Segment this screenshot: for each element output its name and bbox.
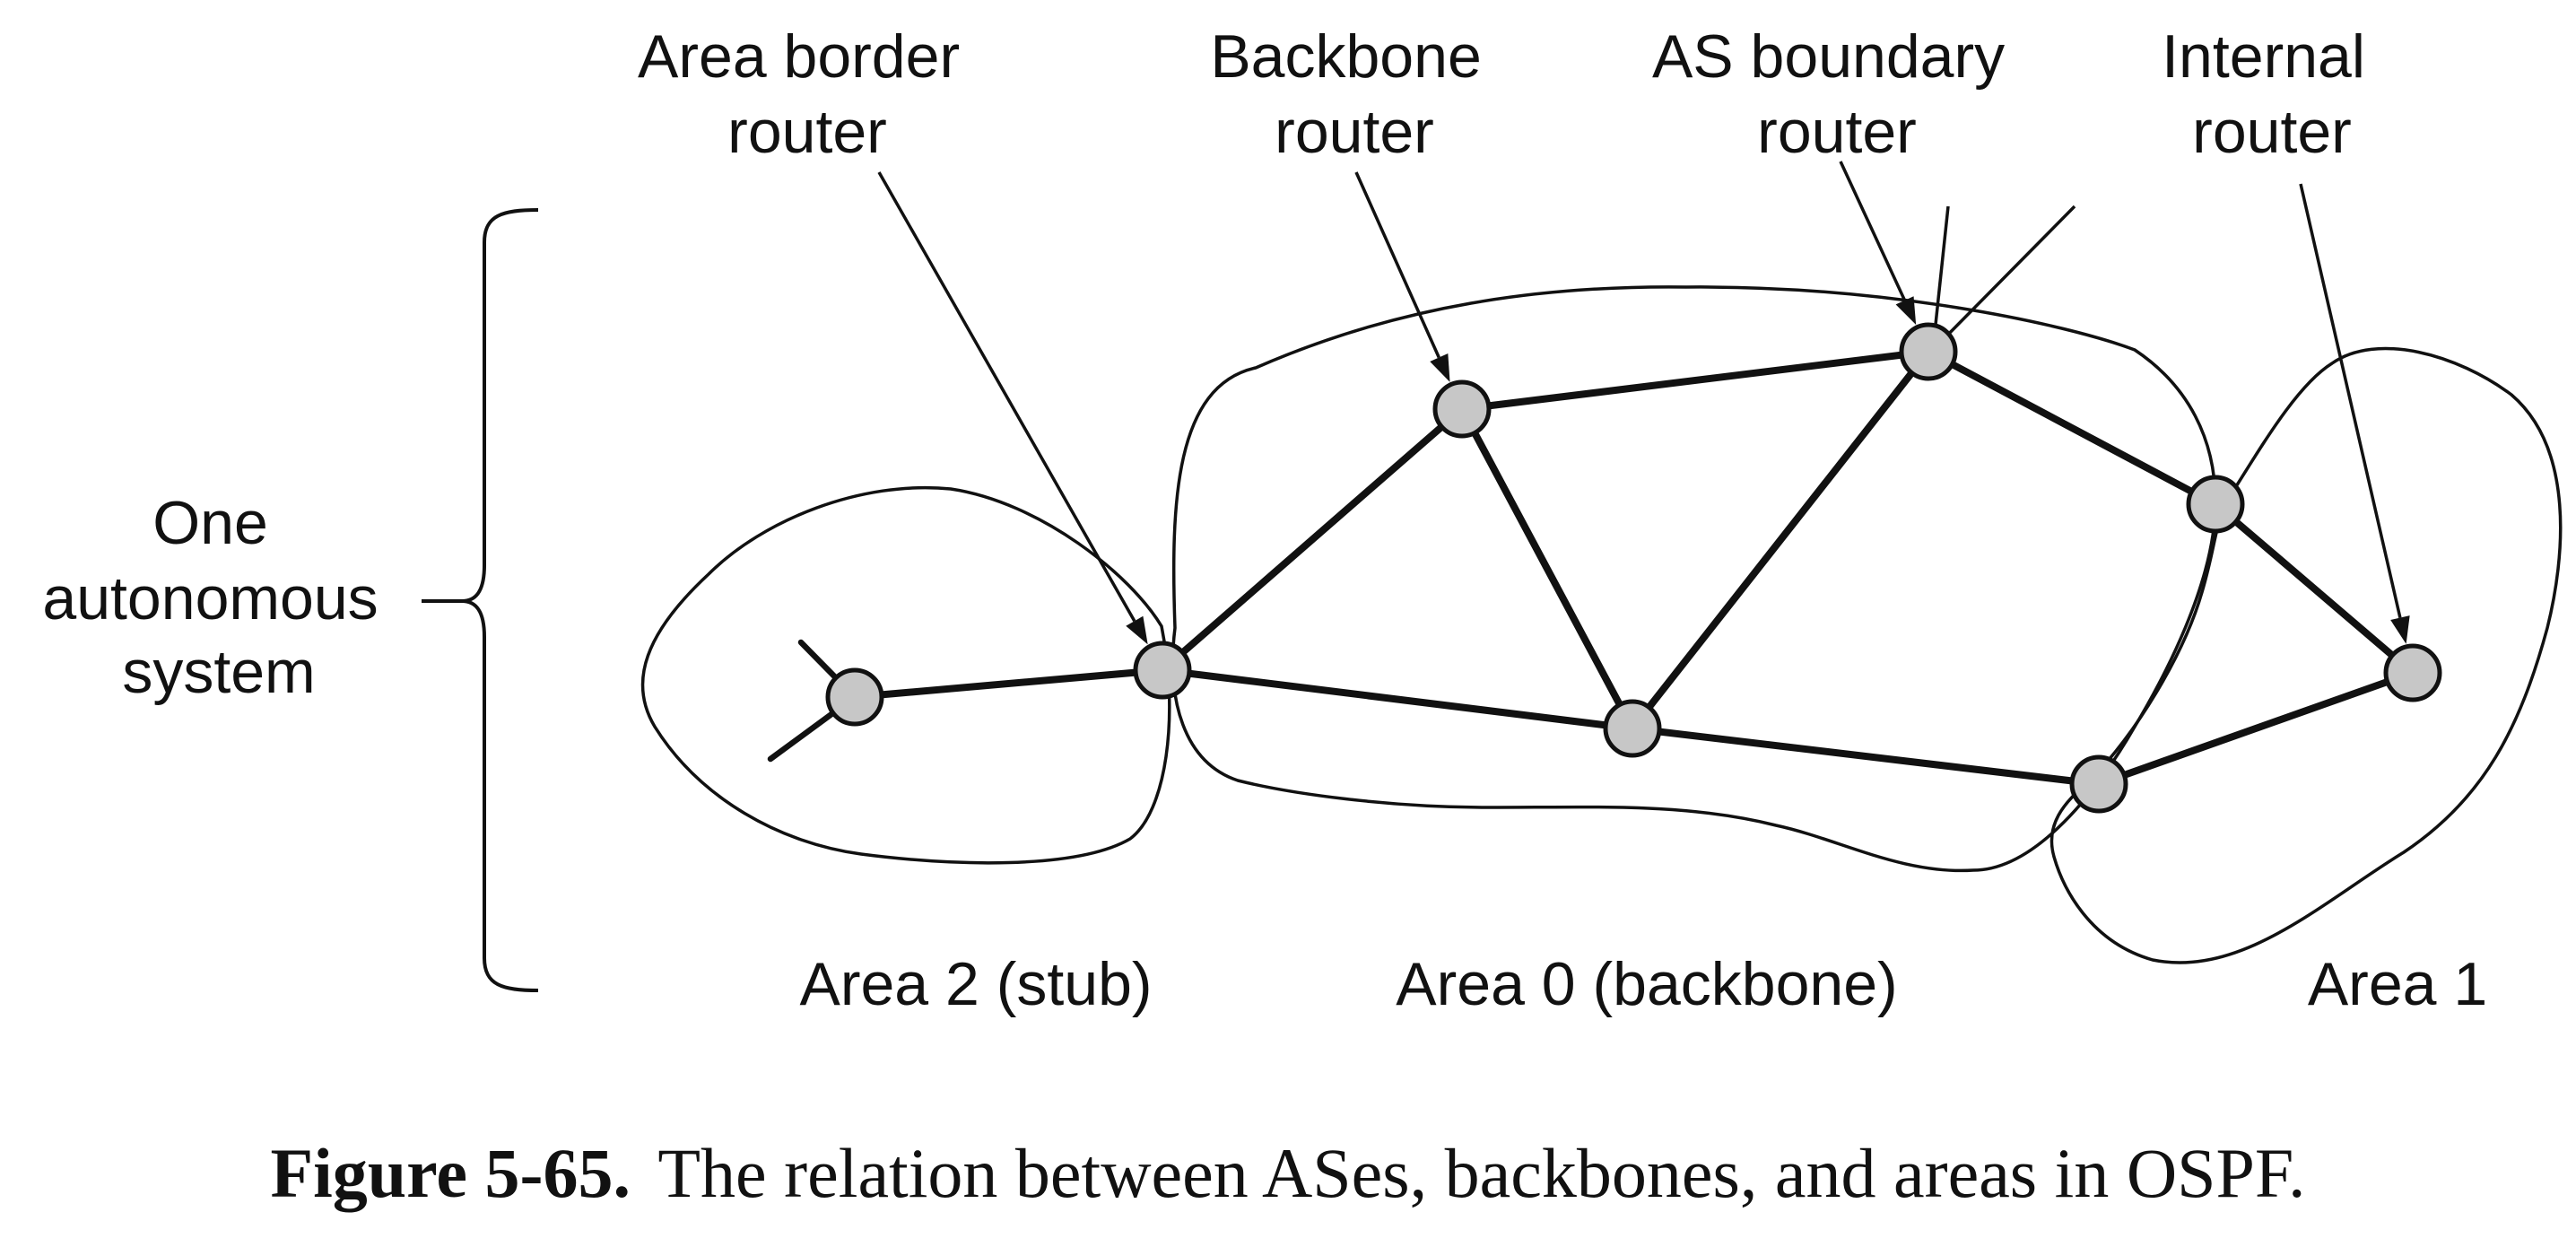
callout-pointers <box>877 161 2410 645</box>
router-link <box>1629 725 2102 788</box>
router-link <box>2095 669 2416 788</box>
router-link <box>2212 501 2416 676</box>
router-backbone-node <box>2069 754 2128 814</box>
as-boundary-router-node <box>1899 322 1958 381</box>
router-link <box>1458 405 1636 732</box>
caption-text: The relation between ASes, backbones, an… <box>657 1134 2305 1212</box>
router-link <box>851 667 1166 701</box>
internal-router-node <box>2383 643 2442 702</box>
router-link <box>1458 348 1932 413</box>
routers <box>825 322 2442 814</box>
backbone-router-pointer <box>1354 171 1440 359</box>
area-border-router-arrowhead <box>1126 615 1148 645</box>
internal-router-label: Internal router <box>2162 22 2382 166</box>
as-boundary-router-pointer <box>1839 161 1907 301</box>
area-border-router-node <box>1133 641 1192 700</box>
external-link <box>1931 205 2076 352</box>
area-1-outline <box>2049 346 2563 964</box>
router-link <box>1629 348 1932 732</box>
area-border-router-pointer <box>877 171 1136 623</box>
backbone-router-arrowhead <box>1430 353 1450 382</box>
router-link <box>1159 405 1466 674</box>
area-border-router-label: Area border router <box>638 22 977 166</box>
as-boundary-router-arrowhead <box>1895 296 1917 326</box>
area-1-label: Area 1 <box>2308 950 2487 1018</box>
router-link <box>1925 348 2219 508</box>
router-links <box>851 348 2416 788</box>
router-link <box>1159 667 1636 732</box>
internal-router-arrowhead <box>2390 615 2410 644</box>
backbone-router-label: Backbone router <box>1210 22 1498 166</box>
area-0-label: Area 0 (backbone) <box>1396 950 1897 1018</box>
autonomous-system-brace <box>422 208 539 992</box>
area-2-outline <box>640 485 1171 865</box>
area-2-label: Area 2 (stub) <box>799 950 1152 1018</box>
internal-router-pointer <box>2299 183 2402 618</box>
caption-number: Figure 5-65. <box>270 1134 631 1212</box>
as-boundary-router-label: AS boundary router <box>1652 22 2022 166</box>
figure-caption: Figure 5-65. The relation between ASes, … <box>270 1134 2305 1212</box>
router-area2-node <box>825 667 884 727</box>
backbone-router-node <box>1432 379 1492 439</box>
router-backbone-node <box>2186 475 2245 534</box>
autonomous-system-label: One autonomous system <box>42 489 395 706</box>
area-0-outline <box>1171 285 2217 873</box>
router-backbone-node <box>1603 699 1662 758</box>
